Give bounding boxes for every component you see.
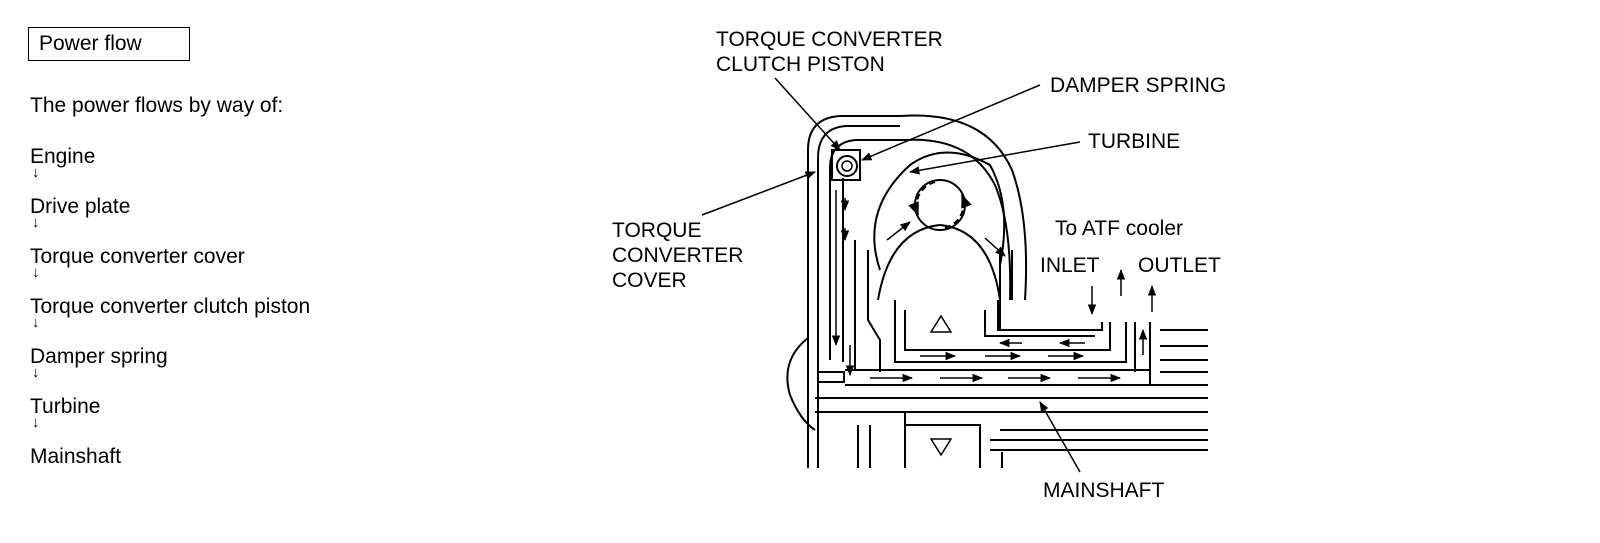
down-arrow-icon: ↓ [32, 214, 40, 231]
section-title-box: Power flow [28, 27, 190, 61]
intro-text: The power flows by way of: [30, 94, 284, 117]
cover-label: TORQUE [612, 219, 701, 242]
damper-spring-label: DAMPER SPRING [1050, 74, 1226, 97]
flow-step-label: Damper spring [30, 345, 168, 368]
flow-step: Torque converter clutch piston ↓ [30, 295, 310, 345]
torque-converter-drawing: TORQUE CONVERTER CLUTCH PISTON DAMPER SP… [612, 28, 1226, 502]
flow-step-label: Torque converter cover [30, 245, 245, 268]
flow-step-label: Mainshaft [30, 445, 122, 468]
leader-lines [701, 77, 1081, 473]
up-triangle-icon [929, 314, 953, 333]
flow-step: Torque converter cover ↓ [30, 245, 310, 295]
cover-label: COVER [612, 269, 687, 292]
down-arrow-icon: ↓ [32, 314, 40, 331]
atf-cooler-label: To ATF cooler [1055, 217, 1183, 240]
damper-spring-coil [836, 155, 858, 177]
flow-step: Mainshaft [30, 445, 310, 495]
turbine-hub [914, 179, 966, 231]
turbine-rotation-arrow [908, 181, 936, 217]
flow-step-label: Drive plate [30, 195, 131, 218]
turbine-label: TURBINE [1088, 130, 1180, 153]
down-arrow-icon: ↓ [32, 364, 40, 381]
flow-step: Turbine ↓ [30, 395, 310, 445]
outlet-label: OUTLET [1138, 254, 1221, 277]
inlet-label: INLET [1040, 254, 1100, 277]
clutch-piston-label: TORQUE CONVERTER [716, 28, 943, 51]
cover-label: CONVERTER [612, 244, 743, 267]
flow-step: Drive plate ↓ [30, 195, 310, 245]
torque-converter-diagram: TORQUE CONVERTER CLUTCH PISTON DAMPER SP… [600, 0, 1600, 538]
down-arrow-icon: ↓ [32, 264, 40, 281]
down-triangle-icon [929, 438, 953, 457]
housing-outline [786, 114, 1208, 468]
clutch-piston-label: CLUTCH PISTON [716, 53, 885, 76]
flow-step-label: Engine [30, 145, 96, 168]
fluid-flow-arrows [831, 190, 1157, 383]
text-panel: Power flow The power flows by way of: En… [0, 0, 600, 538]
flow-step: Damper spring ↓ [30, 345, 310, 395]
damper-spring-center [841, 160, 853, 172]
flow-step-label: Torque converter clutch piston [30, 295, 311, 318]
mainshaft-label: MAINSHAFT [1043, 479, 1165, 502]
flow-step-label: Turbine [30, 395, 101, 418]
flow-step: Engine ↓ [30, 145, 310, 195]
down-arrow-icon: ↓ [32, 414, 40, 431]
down-arrow-icon: ↓ [32, 164, 40, 181]
turbine-rotation-arrow [944, 193, 972, 229]
power-flow-steps: Engine ↓ Drive plate ↓ Torque converter … [30, 145, 310, 495]
